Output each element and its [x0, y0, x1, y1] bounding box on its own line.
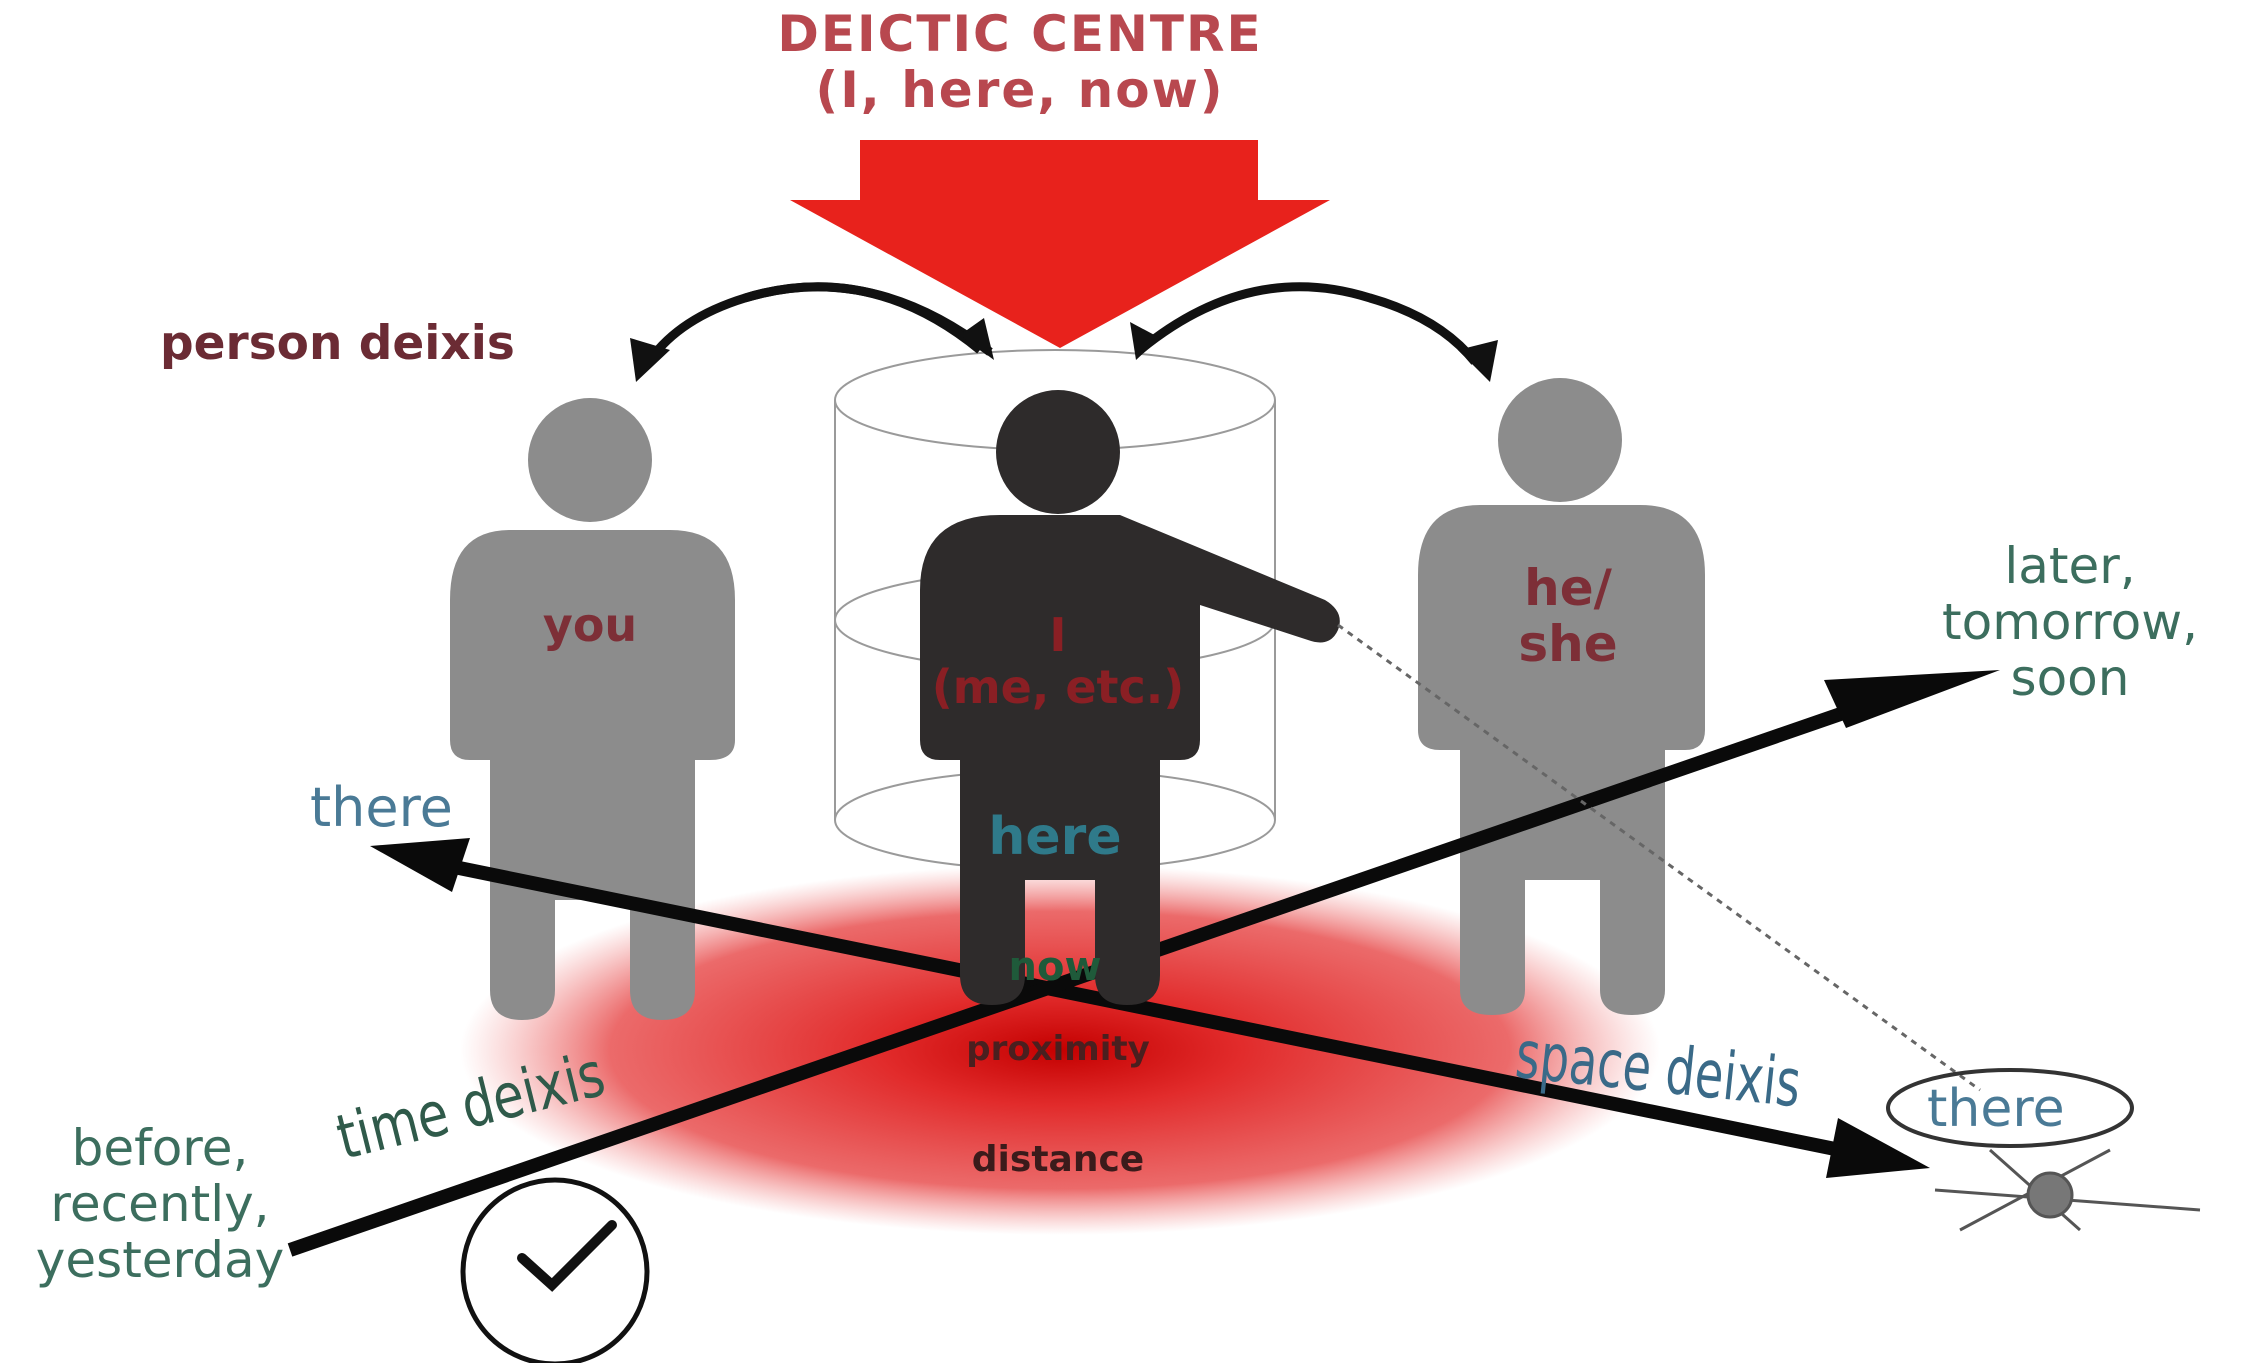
there-left-label: there — [310, 776, 453, 839]
i-label-line1: I — [1049, 608, 1067, 662]
there-right-label: there — [1927, 1079, 2065, 1139]
deictic-centre-arrow — [790, 140, 1330, 348]
past-time-label: before, recently, yesterday — [36, 1120, 284, 1288]
arrowhead-he-she — [1458, 340, 1498, 382]
deictic-centre-heading: DEICTIC CENTRE — [777, 5, 1263, 63]
arrowhead-centre-right — [1130, 322, 1160, 360]
space-deixis-axis — [370, 838, 1930, 1178]
person-deixis-label: person deixis — [160, 316, 515, 371]
here-label: here — [988, 807, 1122, 867]
now-label: now — [1008, 944, 1102, 990]
arrowhead-centre-left — [960, 318, 994, 360]
future-line3: soon — [2010, 649, 2130, 707]
clock-icon — [460, 1177, 650, 1363]
distance-label: distance — [971, 1139, 1145, 1180]
compass-icon — [1934, 1148, 2201, 1232]
future-line1: later, — [2004, 537, 2136, 595]
he-she-line1: he/ — [1524, 559, 1612, 617]
he-she-line2: she — [1518, 615, 1618, 673]
you-label: you — [542, 598, 638, 652]
pointing-line — [1337, 623, 1981, 1092]
deictic-centre-title: DEICTIC CENTRE (I, here, now) — [777, 6, 1262, 118]
arrowhead-you — [630, 338, 670, 382]
proximity-disc — [460, 865, 1660, 1235]
there-ring — [1886, 1068, 2134, 1148]
he-she-label: he/ she — [1518, 560, 1617, 672]
figure-you — [450, 398, 735, 1020]
future-line2: tomorrow, — [1941, 593, 2199, 651]
past-line2: recently, — [50, 1175, 270, 1233]
i-label-line2: (me, etc.) — [931, 659, 1185, 714]
figure-i — [920, 390, 1340, 1005]
figure-he-she — [1418, 378, 1705, 1015]
future-time-label: later, tomorrow, soon — [1942, 538, 2198, 706]
proximity-label: proximity — [966, 1029, 1150, 1069]
past-line3: yesterday — [35, 1231, 285, 1289]
i-label: I (me, etc.) — [931, 608, 1185, 714]
person-deixis-curved-arrows — [646, 282, 1479, 365]
deictic-centre-subtitle: (I, here, now) — [815, 61, 1225, 119]
past-line1: before, — [71, 1119, 249, 1177]
